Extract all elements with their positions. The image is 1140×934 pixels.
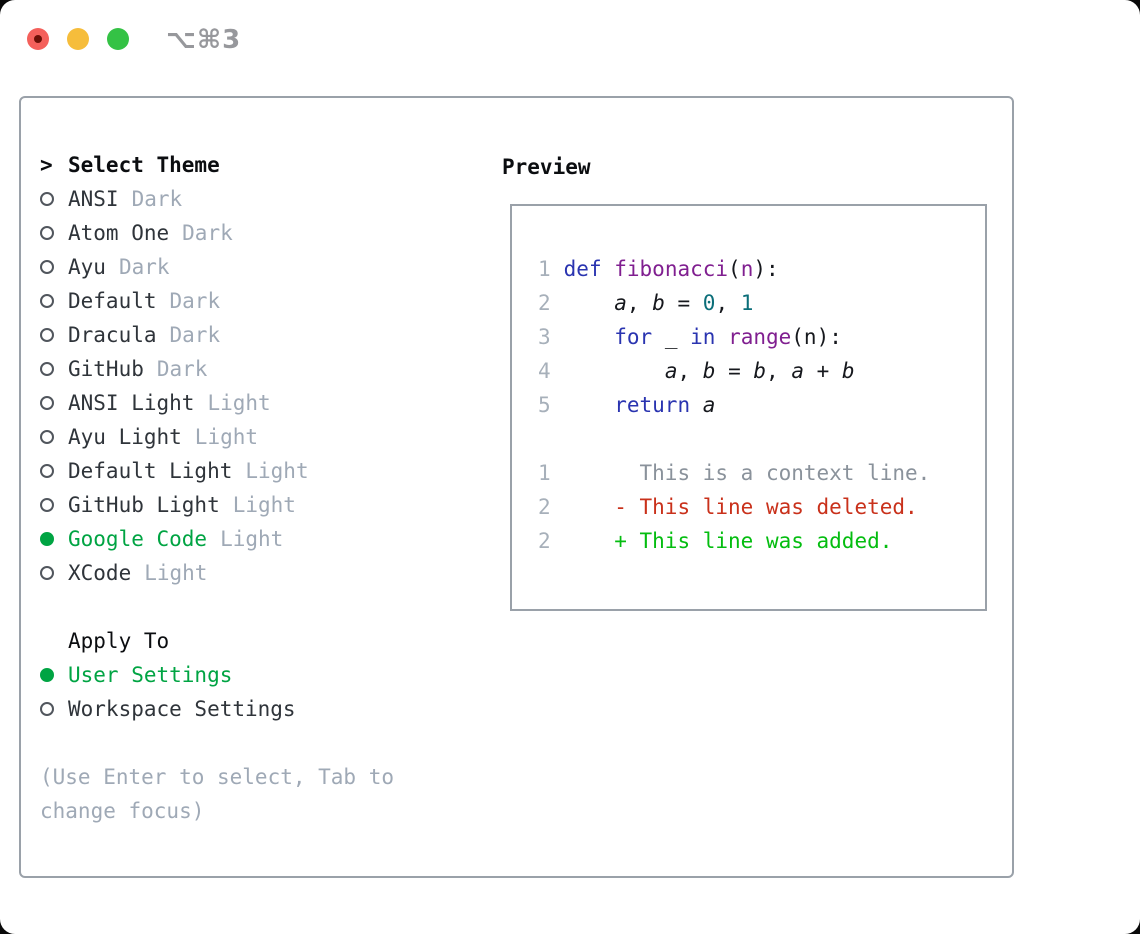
window-title: ⌥⌘3 (166, 25, 242, 55)
theme-option[interactable]: Default Light Light (40, 454, 470, 488)
preview-line (538, 422, 985, 456)
line-number: 3 (538, 325, 551, 349)
option-name: GitHub Light (68, 493, 220, 517)
close-button[interactable] (27, 28, 49, 50)
option-name: Default (68, 289, 157, 313)
option-name: GitHub (68, 357, 144, 381)
option-name: Default Light (68, 459, 233, 483)
option-name: XCode (68, 561, 132, 585)
theme-option[interactable]: Default Dark (40, 284, 470, 318)
apply-to-option[interactable]: Workspace Settings (40, 692, 470, 726)
line-number: 2 (538, 291, 551, 315)
option-variant: Light (207, 391, 271, 415)
preview-line: 4 a, b = b, a + b (538, 354, 985, 388)
theme-option[interactable]: GitHub Dark (40, 352, 470, 386)
theme-option[interactable]: ANSI Light Light (40, 386, 470, 420)
line-number: 4 (538, 359, 551, 383)
theme-option[interactable]: Ayu Dark (40, 250, 470, 284)
preview-title: Preview (502, 155, 591, 179)
option-variant: Light (232, 493, 296, 517)
option-name: Ayu Light (68, 425, 182, 449)
preview-line: 1 This is a context line. (538, 456, 985, 490)
option-name: ANSI (68, 187, 119, 211)
keyboard-hint: (Use Enter to select, Tab to change focu… (40, 765, 395, 823)
radio-icon (40, 192, 54, 206)
select-theme-header: > Select Theme (40, 148, 470, 182)
option-name: Atom One (68, 221, 170, 245)
theme-list-column: > Select Theme ANSI Dark Atom One Dark A… (40, 148, 470, 828)
radio-icon (40, 396, 54, 410)
titlebar: ⌥⌘3 (27, 25, 240, 55)
radio-icon (40, 464, 54, 478)
preview-line: 2 a, b = 0, 1 (538, 286, 985, 320)
preview-line: 2 - This line was deleted. (538, 490, 985, 524)
minimize-button[interactable] (67, 28, 89, 50)
option-variant: Light (144, 561, 208, 585)
select-theme-title: Select Theme (68, 153, 220, 177)
radio-icon (40, 226, 54, 240)
radio-icon (40, 566, 54, 580)
option-variant: Dark (118, 255, 170, 279)
theme-option[interactable]: ANSI Dark (40, 182, 470, 216)
option-variant: Dark (182, 221, 233, 245)
apply-to-header: Apply To (40, 624, 470, 658)
theme-selector-panel: > Select Theme ANSI Dark Atom One Dark A… (19, 96, 1014, 878)
apply-to-title: Apply To (68, 629, 170, 653)
radio-icon (40, 362, 54, 376)
apply-to-option[interactable]: User Settings (40, 658, 470, 692)
radio-icon (40, 430, 54, 444)
radio-icon (40, 702, 54, 716)
option-variant: Dark (131, 187, 183, 211)
line-number: 5 (538, 393, 551, 417)
option-variant: Dark (156, 357, 208, 381)
preview-line: 2 + This line was added. (538, 524, 985, 558)
preview-line: 3 for _ in range(n): (538, 320, 985, 354)
radio-icon (40, 260, 54, 274)
option-name: Ayu (68, 255, 106, 279)
option-name: ANSI Light (68, 391, 195, 415)
radio-icon (40, 532, 54, 546)
theme-options-list: ANSI Dark Atom One Dark Ayu Dark Default… (40, 182, 470, 590)
option-variant: Dark (169, 323, 221, 347)
option-name: Workspace Settings (68, 697, 296, 721)
preview-line: 5 return a (538, 388, 985, 422)
radio-icon (40, 294, 54, 308)
radio-icon (40, 328, 54, 342)
option-variant: Light (245, 459, 309, 483)
theme-option[interactable]: Atom One Dark (40, 216, 470, 250)
zoom-button[interactable] (107, 28, 129, 50)
radio-icon (40, 498, 54, 512)
theme-option[interactable]: Dracula Dark (40, 318, 470, 352)
option-name: Google Code (68, 527, 208, 551)
option-name: User Settings (68, 663, 233, 687)
option-variant: Light (220, 527, 284, 551)
preview-line: 1 def fibonacci(n): (538, 252, 985, 286)
theme-option[interactable]: GitHub Light Light (40, 488, 470, 522)
apply-to-options-list: User Settings Workspace Settings (40, 658, 470, 726)
line-number: 1 (538, 257, 551, 281)
option-variant: Dark (169, 289, 221, 313)
line-number: 1 (538, 461, 551, 485)
theme-option[interactable]: Google Code Light (40, 522, 470, 556)
line-number: 2 (538, 529, 551, 553)
theme-option[interactable]: XCode Light (40, 556, 470, 590)
option-name: Dracula (68, 323, 157, 347)
spacer (40, 590, 470, 624)
option-variant: Light (194, 425, 259, 449)
radio-icon (40, 668, 54, 682)
focus-caret-icon: > (40, 153, 53, 177)
theme-option[interactable]: Ayu Light Light (40, 420, 470, 454)
line-number: 2 (538, 495, 551, 519)
